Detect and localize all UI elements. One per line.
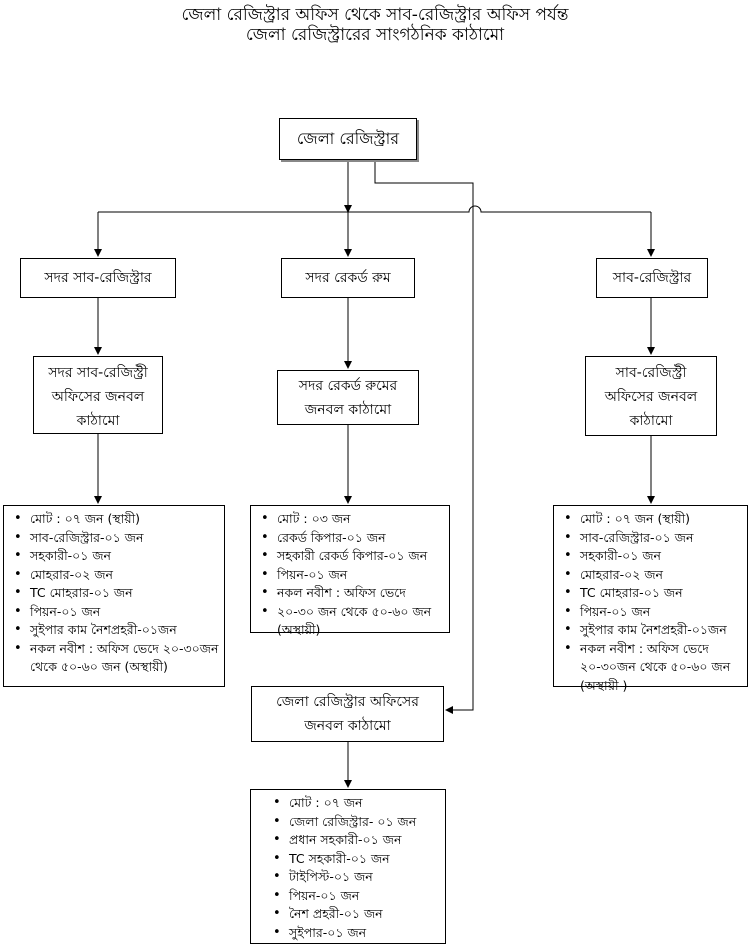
node-district-registrar: জেলা রেজিস্ট্রার xyxy=(279,118,417,160)
list-item: জেলা রেজিস্ট্রার- ০১ জন xyxy=(273,813,441,832)
node-sadar-record-room-label: সদর রেকর্ড রুম xyxy=(305,270,391,286)
list-item: মোট : ০৭ জন (স্থায়ী) xyxy=(14,510,220,529)
list-item: রেকর্ড কিপার-০১ জন xyxy=(261,529,445,548)
node-district-office-manpower: জেলা রেজিস্ট্রার অফিসের জনবল কাঠামো xyxy=(251,686,444,742)
list-item: নকল নবীশ : অফিস ভেদে xyxy=(261,584,445,603)
list-item: পিয়ন-০১ জন xyxy=(273,887,441,906)
node-sadar-record-office-line-2: জনবল কাঠামো xyxy=(304,402,392,418)
node-sadar-sub-office-line-2: অফিসের জনবল xyxy=(51,389,145,405)
node-district-office-line-2: জনবল কাঠামো xyxy=(304,718,391,734)
list-item: সুইপার কাম নৈশপ্রহরী-০১জন xyxy=(564,621,743,640)
connector-horizontal-bus xyxy=(98,205,651,213)
list-district-office-staff: মোট : ০৭ জন জেলা রেজিস্ট্রার- ০১ জন প্রধ… xyxy=(250,789,446,944)
node-sub-office-line-2: অফিসের জনবল xyxy=(604,389,698,405)
list-item: নকল নবীশ : অফিস ভেদে ২০-৩০জন থেকে ৫০-৬০ … xyxy=(14,640,220,677)
list-sub-staff: মোট : ০৭ জন (স্থায়ী) সাব-রেজিস্ট্রার-০১… xyxy=(553,505,748,693)
node-sadar-record-office-line-1: সদর রেকর্ড রুমের xyxy=(298,378,398,394)
list-item: মোহরার-০২ জন xyxy=(564,566,743,585)
list-item: প্রধান সহকারী-০১ জন xyxy=(273,831,441,850)
list-item: সহকারী রেকর্ড কিপার-০১ জন xyxy=(261,547,445,566)
node-sadar-record-office-manpower: সদর রেকর্ড রুমের জনবল কাঠামো xyxy=(277,370,419,425)
node-sadar-sub-office-line-3: কাঠামো xyxy=(76,413,120,429)
list-item: নৈশ প্রহরী-০১ জন xyxy=(273,905,441,924)
list-item: TC মোহরার-০১ জন xyxy=(14,584,220,603)
list-item: পিয়ন-০১ জন xyxy=(14,603,220,622)
node-sub-office-line-1: সাব-রেজিস্ট্রী xyxy=(615,365,687,381)
node-sadar-sub-registrar: সদর সাব-রেজিস্ট্রার xyxy=(20,258,176,298)
node-sadar-record-room: সদর রেকর্ড রুম xyxy=(281,258,415,298)
list-item: সহকারী-০১ জন xyxy=(14,547,220,566)
chart-title-line-1: জেলা রেজিস্ট্রার অফিস থেকে সাব-রেজিস্ট্র… xyxy=(181,5,569,25)
node-district-registrar-label: জেলা রেজিস্ট্রার xyxy=(296,129,400,148)
list-item: মোহরার-০২ জন xyxy=(14,566,220,585)
node-district-office-line-1: জেলা রেজিস্ট্রার অফিসের xyxy=(276,694,419,710)
list-item: TC মোহরার-০১ জন xyxy=(564,584,743,603)
list-sadar-sub-staff: মোট : ০৭ জন (স্থায়ী) সাব-রেজিস্ট্রার-০১… xyxy=(3,505,225,687)
list-item: পিয়ন-০১ জন xyxy=(564,603,743,622)
list-item: সাব-রেজিস্ট্রার-০১ জন xyxy=(564,529,743,548)
list-item: সাব-রেজিস্ট্রার-০১ জন xyxy=(14,529,220,548)
list-item: সহকারী-০১ জন xyxy=(564,547,743,566)
node-sub-office-line-3: কাঠামো xyxy=(629,413,673,429)
list-item: ২০-৩০ জন থেকে ৫০-৬০ জন (অস্থায়ী) xyxy=(261,603,445,640)
list-item: মোট : ০৭ জন (স্থায়ী) xyxy=(564,510,743,529)
list-item: নকল নবীশ : অফিস ভেদে ২০-৩০জন থেকে ৫০-৬০ … xyxy=(564,640,743,696)
list-item: সুইপার কাম নৈশপ্রহরী-০১জন xyxy=(14,621,220,640)
connector-root-to-district-office xyxy=(374,160,474,714)
list-item: টাইপিস্ট-০১ জন xyxy=(273,868,441,887)
list-item: মোট : ০৭ জন xyxy=(273,794,441,813)
list-item: পিয়ন-০১ জন xyxy=(261,566,445,585)
node-sadar-sub-office-manpower: সদর সাব-রেজিস্ট্রী অফিসের জনবল কাঠামো xyxy=(33,356,163,434)
node-sub-office-manpower: সাব-রেজিস্ট্রী অফিসের জনবল কাঠামো xyxy=(585,356,717,436)
node-sub-registrar-label: সাব-রেজিস্ট্রার xyxy=(612,270,692,286)
node-sadar-sub-office-line-1: সদর সাব-রেজিস্ট্রী xyxy=(48,365,148,381)
node-sadar-sub-registrar-label: সদর সাব-রেজিস্ট্রার xyxy=(44,270,152,286)
node-sub-registrar: সাব-রেজিস্ট্রার xyxy=(596,258,708,298)
list-sadar-record-staff: মোট : ০৩ জন রেকর্ড কিপার-০১ জন সহকারী রে… xyxy=(250,505,450,637)
list-item: মোট : ০৩ জন xyxy=(261,510,445,529)
chart-title-line-2: জেলা রেজিস্ট্রারের সাংগঠনিক কাঠামো xyxy=(245,25,505,45)
list-item: সুইপার-০১ জন xyxy=(273,924,441,943)
list-item: TC সহকারী-০১ জন xyxy=(273,850,441,869)
